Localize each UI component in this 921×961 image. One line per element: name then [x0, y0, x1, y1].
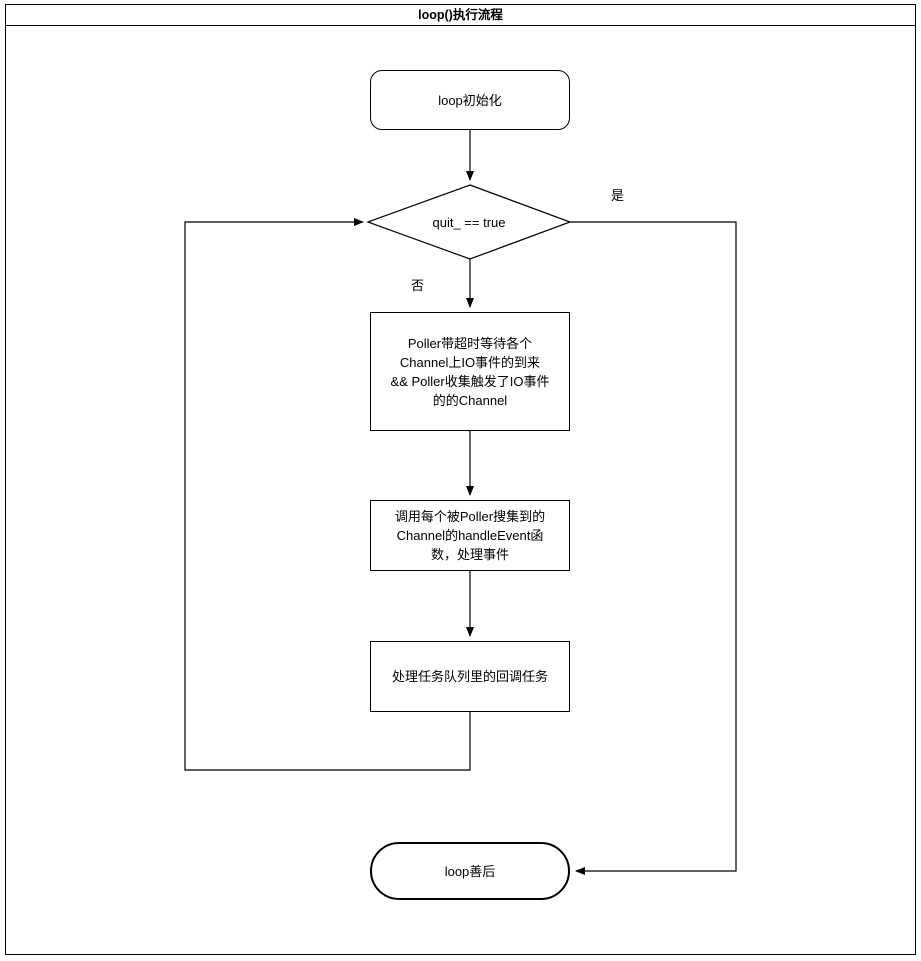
node-poller-wait[interactable]: Poller带超时等待各个 Channel上IO事件的到来 && Poller收…: [370, 312, 570, 431]
node-handle-event-label: 调用每个被Poller搜集到的 Channel的handleEvent函 数，处…: [394, 509, 546, 562]
node-pending-tasks[interactable]: 处理任务队列里的回调任务: [370, 641, 570, 712]
node-pending-tasks-label: 处理任务队列里的回调任务: [391, 669, 548, 684]
node-quit-decision-label: quit_ == true: [432, 214, 506, 230]
node-loop-cleanup[interactable]: loop善后: [370, 842, 570, 900]
node-handle-event[interactable]: 调用每个被Poller搜集到的 Channel的handleEvent函 数，处…: [370, 500, 570, 571]
node-poller-wait-label: Poller带超时等待各个 Channel上IO事件的到来 && Poller收…: [390, 335, 550, 408]
diagram-title-bar: loop()执行流程: [5, 4, 916, 26]
node-loop-cleanup-label: loop善后: [444, 863, 496, 879]
edge-label-yes: 是: [611, 188, 625, 203]
node-quit-decision[interactable]: quit_ == true: [368, 185, 570, 259]
node-loop-init[interactable]: loop初始化: [370, 70, 570, 130]
page-title: loop()执行流程: [418, 7, 503, 22]
node-loop-init-label: loop初始化: [438, 92, 502, 108]
edge-label-no: 否: [411, 278, 425, 293]
diagram-frame: [5, 4, 916, 955]
